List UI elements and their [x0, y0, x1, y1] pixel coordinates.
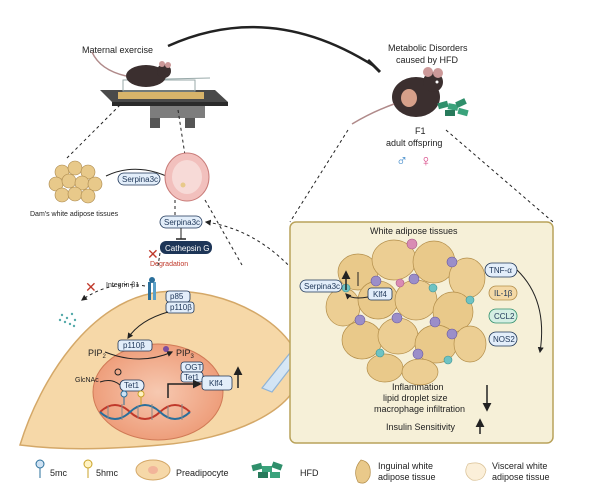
pip3-label: PIP3 — [176, 348, 195, 360]
treadmill-illustration — [100, 77, 228, 128]
macrophage-infiltration-label: macrophage infiltration — [374, 404, 465, 414]
inflammation-label: Inflammation — [392, 382, 444, 392]
p110b-membrane-box — [165, 301, 195, 314]
ogt-label: OGT — [185, 363, 202, 372]
tet1-left-label: Tet1 — [124, 381, 140, 390]
klf4-left-label: Klf4 — [209, 379, 223, 388]
5mc-legend-label: 5mc — [50, 468, 68, 478]
adipocyte-cluster — [325, 239, 487, 386]
female-symbol-icon: ♀ — [420, 153, 432, 170]
inhibition-tee — [366, 58, 382, 74]
klf4-box-right — [367, 287, 393, 301]
cytokine-down-arrow — [516, 269, 544, 354]
stromal-cells — [341, 238, 475, 365]
dashed-connector — [445, 129, 554, 223]
nos2-box — [488, 331, 518, 347]
integrin-receptor-icon — [148, 277, 156, 300]
block-x-icon: ✕ — [147, 246, 159, 262]
degradation-label: Degradation — [150, 261, 188, 268]
integrin-label: Integrin β1 — [106, 282, 139, 289]
legend: 5mc 5hmc Preadipocyte HFD Inguinal white… — [35, 459, 550, 484]
serpina3c-right-label: Serpina3c — [304, 282, 340, 291]
visceral-legend-label-1: Visceral white — [492, 461, 547, 471]
maternal-exercise-label: Maternal exercise — [82, 45, 153, 55]
dams-wat-label: Dam's white adipose tissues — [30, 211, 119, 218]
embryo-icon — [164, 152, 210, 202]
integrin-dashed-arrow — [81, 284, 146, 301]
dashed-connector — [204, 199, 243, 266]
5hmc-legend-label: 5hmc — [96, 468, 119, 478]
lipid-droplet-label: lipid droplet size — [383, 393, 448, 403]
adult-offspring-label: adult offspring — [386, 138, 442, 148]
inguinal-legend-icon — [355, 459, 371, 484]
transcription-arrow — [167, 379, 202, 398]
p110b-cyto-label: p110β — [123, 341, 145, 350]
serpina3c-box-top — [117, 172, 161, 186]
dashed-connector — [157, 252, 161, 267]
cathepsin-g-box — [160, 241, 212, 254]
tet1-right-label: Tet1 — [184, 373, 200, 382]
exercising-mouse-icon — [91, 51, 171, 87]
hfd-legend-label: HFD — [300, 468, 319, 478]
macrophage-cells — [354, 256, 458, 360]
degraded-fragments-icon — [58, 312, 77, 328]
tnf-alpha-label: TNF-α — [489, 266, 512, 275]
p110b-membrane-label: p110β — [170, 303, 192, 312]
metabolic-disorders-label: Metabolic Disorders — [388, 43, 468, 53]
visceral-legend-label-2: adipose tissue — [492, 472, 550, 482]
pip3-dot-icon — [163, 346, 169, 352]
serpina3c-mid-label: Serpina3c — [164, 218, 200, 227]
caused-by-hfd-label: caused by HFD — [396, 55, 459, 65]
insulin-sensitivity-label: Insulin Sensitivity — [386, 422, 456, 432]
il1b-label: IL-1β — [494, 289, 513, 298]
ccl2-box — [488, 308, 518, 324]
pip2-to-pip3-arrow — [104, 351, 174, 360]
glcnac-label: GlcNAc — [75, 377, 99, 384]
obese-mouse-icon — [351, 67, 443, 125]
p85-label: p85 — [170, 292, 184, 301]
hfd-pellets-icon — [437, 98, 469, 117]
serpina3c-top-label: Serpina3c — [122, 175, 158, 184]
f1-label: F1 — [415, 126, 426, 136]
pip2-label: PIP2 — [88, 348, 107, 360]
visceral-legend-icon — [465, 462, 487, 481]
klf4-right-label: Klf4 — [373, 290, 387, 299]
tet1-box-left — [119, 379, 145, 392]
inguinal-legend-label-1: Inguinal white — [378, 461, 433, 471]
il1b-box — [488, 285, 518, 301]
p110b-cyto-box — [117, 339, 153, 352]
glcnac-link — [99, 380, 121, 386]
klf4-to-serpina3c-arrow — [345, 293, 369, 300]
klf4-box-left — [201, 375, 233, 391]
preadipocyte-legend-label: Preadipocyte — [176, 468, 229, 478]
wat-panel-title: White adipose tissues — [370, 226, 458, 236]
dna-helix-icon — [99, 404, 191, 420]
serpina3c-feedback-arrow — [204, 219, 301, 279]
glcnac-ring-icon — [114, 368, 122, 376]
dashed-connector — [177, 109, 186, 156]
dams-adipose-cluster — [48, 160, 103, 204]
dashed-connector — [289, 129, 349, 223]
male-symbol-icon: ♂ — [396, 153, 408, 170]
dashed-connector — [64, 104, 121, 161]
cathepsin-g-label: Cathepsin G — [165, 244, 209, 253]
pi3k-arrow — [127, 311, 169, 339]
ccl2-label: CCL2 — [494, 312, 515, 321]
block-x-icon: ✕ — [85, 279, 97, 295]
inguinal-legend-label-2: adipose tissue — [378, 472, 436, 482]
hfd-legend-icon — [251, 461, 283, 478]
nos2-label: NOS2 — [493, 335, 515, 344]
5mc-pins — [120, 390, 145, 405]
serpina3c-box-right — [299, 279, 343, 293]
inhibition-arc — [167, 25, 375, 68]
nucleus — [92, 343, 224, 441]
